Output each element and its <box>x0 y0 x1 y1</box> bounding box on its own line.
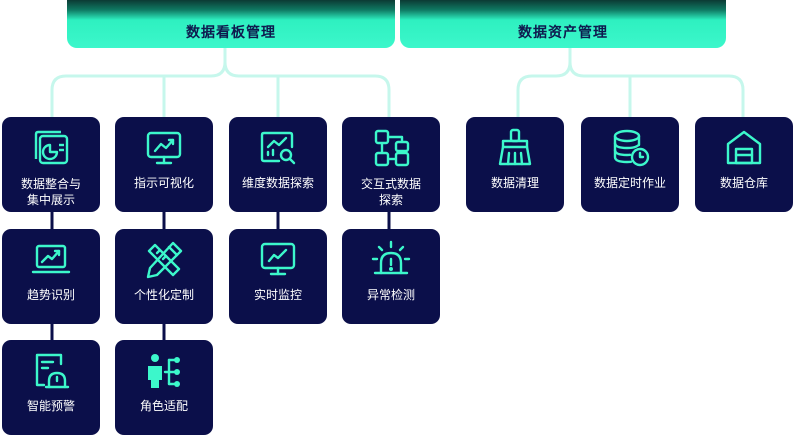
dashboard-layers-icon <box>34 130 69 165</box>
card-dimension-exploration[interactable]: 维度数据探索 <box>229 117 327 212</box>
monitor-pulse-icon <box>260 242 296 276</box>
connector-to-c7 <box>568 61 745 118</box>
user-hierarchy-icon <box>148 354 180 388</box>
document-alarm-icon <box>35 353 70 389</box>
card-realtime-monitoring[interactable]: 实时监控 <box>229 229 327 324</box>
card-label: 数据清理 <box>490 176 539 190</box>
database-clock-icon <box>613 129 650 167</box>
broom-icon <box>498 128 532 166</box>
warehouse-icon <box>726 130 762 165</box>
card-label: 数据仓库 <box>719 176 768 190</box>
group-banner-dashboard: 数据看板管理 <box>67 0 395 48</box>
connector-to-c5 <box>516 48 572 118</box>
card-data-cleaning[interactable]: 数据清理 <box>466 117 564 212</box>
card-label: 智能预警 <box>26 399 75 413</box>
card-label: 实时监控 <box>253 288 302 302</box>
card-label: 趋势识别 <box>26 288 75 302</box>
group-title-dashboard: 数据看板管理 <box>186 25 276 41</box>
card-data-scheduled-job[interactable]: 数据定时作业 <box>581 117 679 212</box>
card-label: 指示可视化 <box>133 176 194 190</box>
card-label: 交互式数据探索 <box>360 177 421 207</box>
card-label: 维度数据探索 <box>241 176 314 190</box>
group-banner-assets: 数据资产管理 <box>400 0 726 48</box>
card-interactive-exploration[interactable]: 交互式数据探索 <box>342 117 440 212</box>
chart-search-icon <box>260 131 296 165</box>
card-label: 个性化定制 <box>133 288 194 302</box>
card-trend-identification[interactable]: 趋势识别 <box>2 229 100 324</box>
card-data-warehouse[interactable]: 数据仓库 <box>695 117 793 212</box>
pencil-ruler-icon <box>146 241 183 279</box>
card-label: 数据整合与集中展示 <box>20 177 81 207</box>
card-personalization[interactable]: 个性化定制 <box>115 229 213 324</box>
flow-blocks-icon <box>374 129 410 167</box>
laptop-trend-icon <box>31 244 71 274</box>
connector-to-c1 <box>50 48 227 118</box>
card-label: 角色适配 <box>139 399 188 413</box>
connector-to-c4 <box>223 61 391 118</box>
group-title-assets: 数据资产管理 <box>518 25 608 41</box>
presentation-chart-icon <box>146 131 182 165</box>
card-role-adaptation[interactable]: 角色适配 <box>115 340 213 435</box>
card-anomaly-detection[interactable]: 异常检测 <box>342 229 440 324</box>
card-label: 数据定时作业 <box>593 176 666 190</box>
alarm-light-icon <box>371 240 411 275</box>
card-indicator-visualization[interactable]: 指示可视化 <box>115 117 213 212</box>
card-smart-alert[interactable]: 智能预警 <box>2 340 100 435</box>
card-label: 异常检测 <box>366 288 415 302</box>
card-data-integration[interactable]: 数据整合与集中展示 <box>2 117 100 212</box>
